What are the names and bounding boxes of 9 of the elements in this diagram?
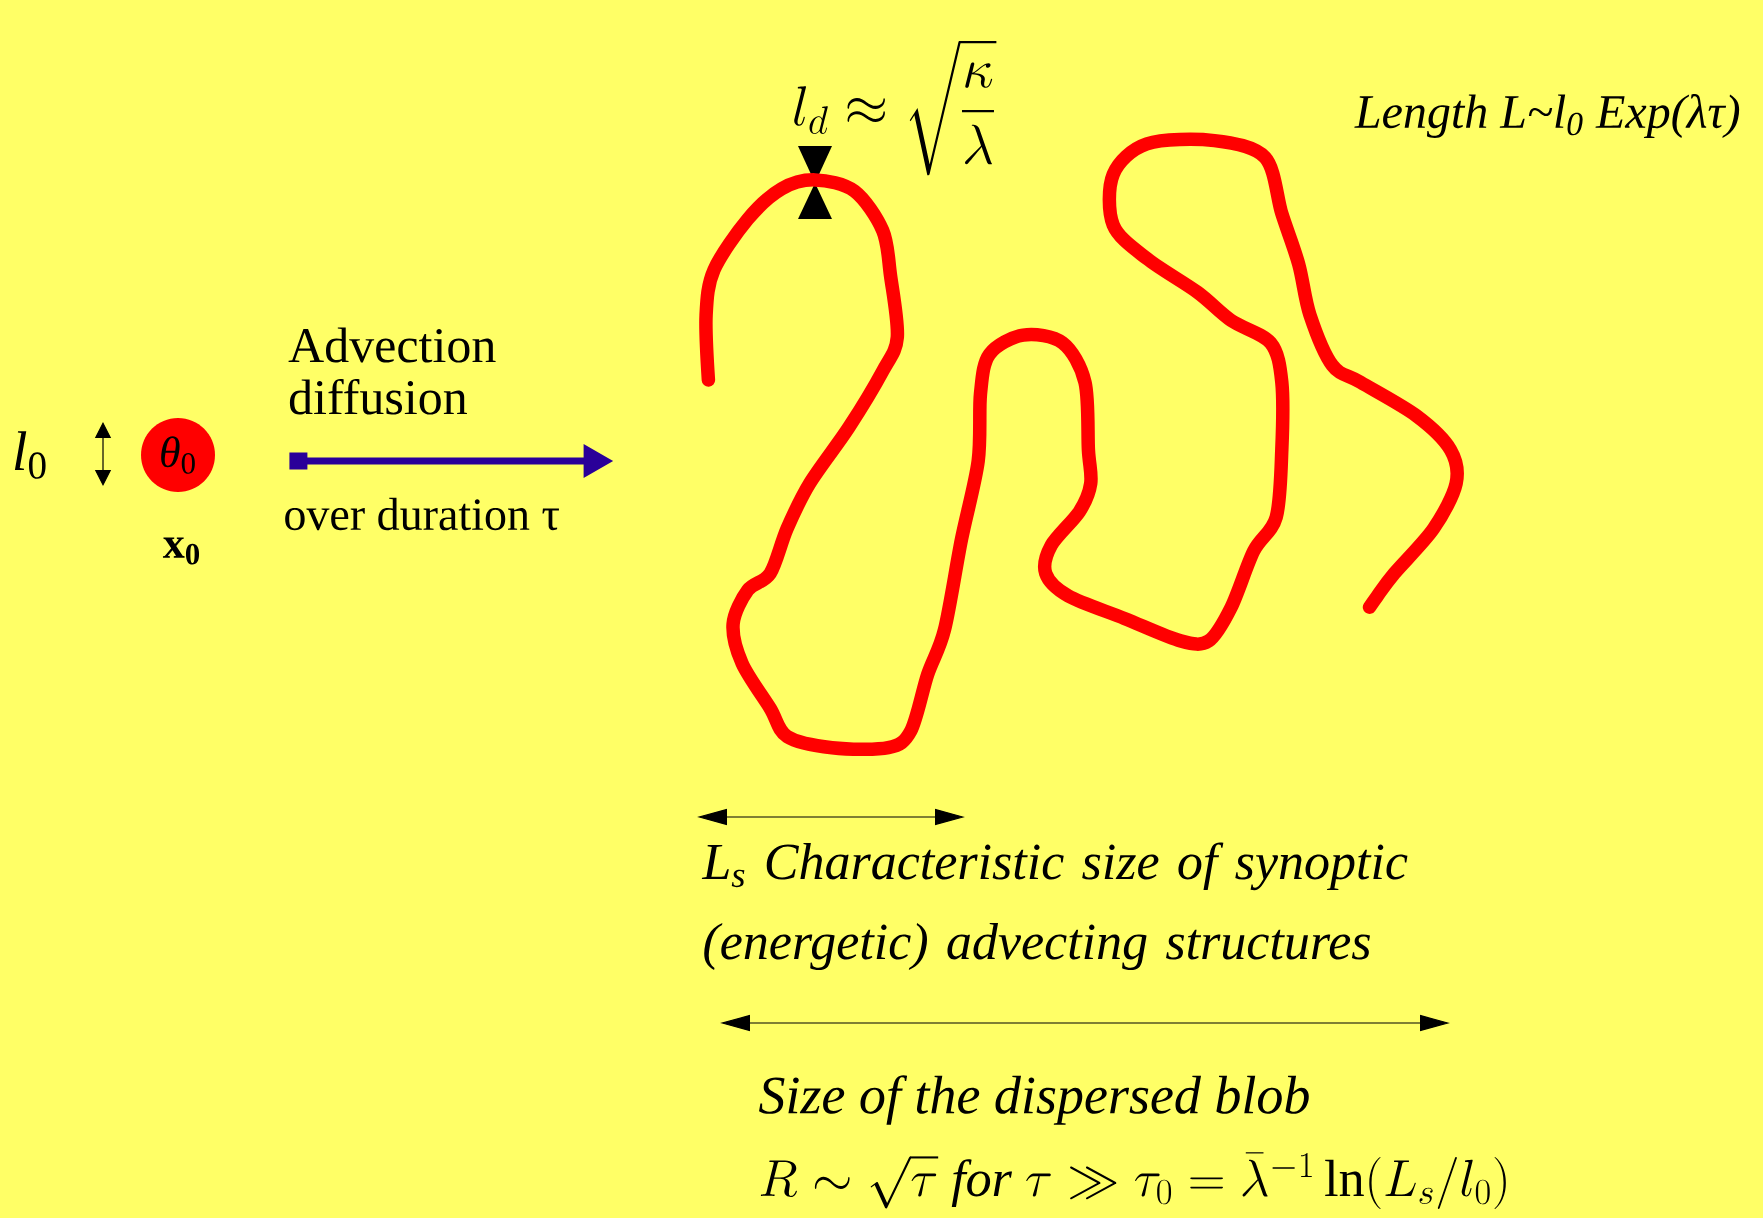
position-label: x$_{0}$ xyxy=(162,537,200,565)
size-label: l$_{0}$ xyxy=(14,431,46,479)
formula-label: $l_{d}\approx\sqrt{\frac{\kappa}{\lambda}}$ xyxy=(794,40,997,176)
duration-label: over duration τ xyxy=(285,497,559,531)
formula-label: $R\sim\sqrt{\tau}\ \mathit{for}\ \tau\gg\tau_{0}=\bar{\lambda}^{-1}\ln(L_{s}/l_{0})$ xyxy=(760,1152,1506,1209)
blob-size-label: Size of the dispersed blob xyxy=(759,1075,1309,1125)
edge-label: Advection diffusion xyxy=(288,327,496,415)
length-label: Length L~l$_{0}$ Exp(λτ) xyxy=(1354,94,1740,138)
scale-note: L$_{s}$ Characteristic size of synoptic (energetic) advecting structures xyxy=(701,842,1408,971)
